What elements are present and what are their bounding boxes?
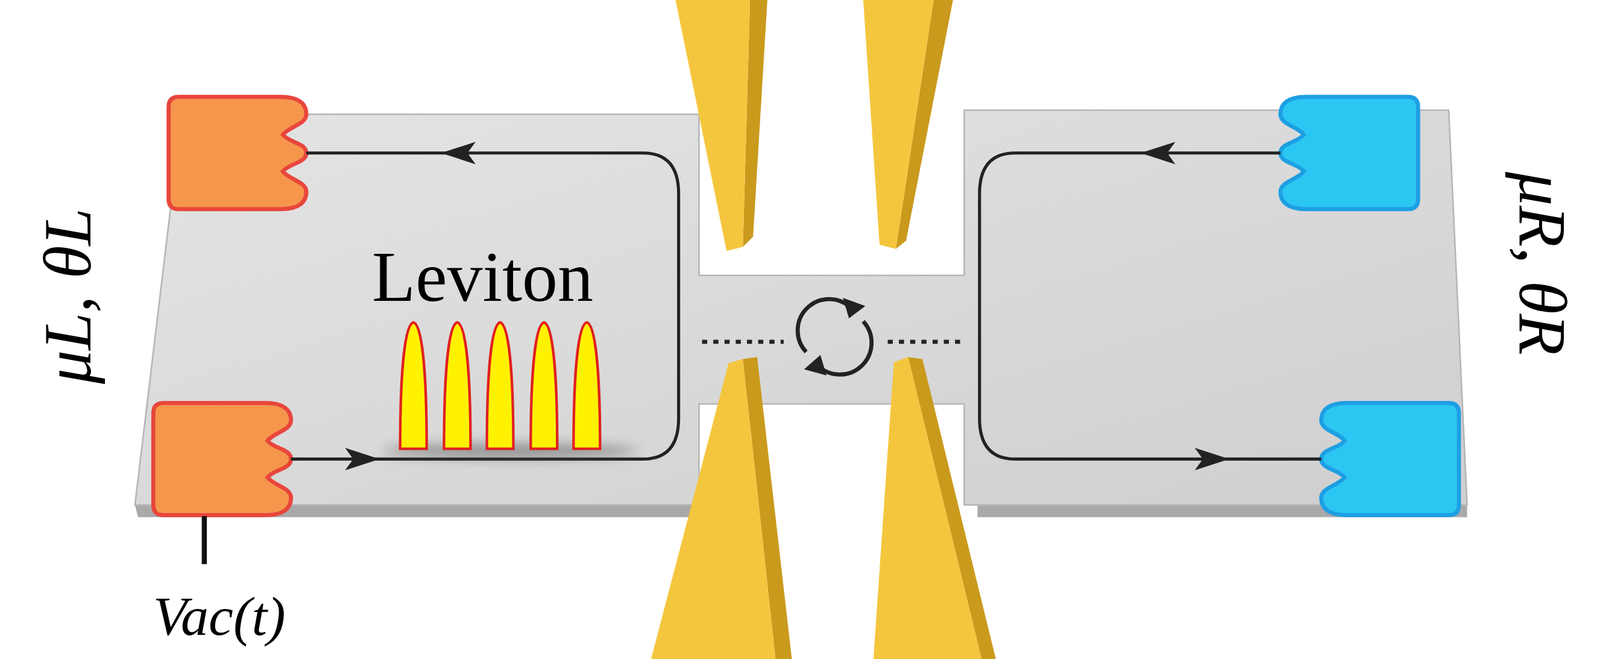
edge-channel [291,153,679,460]
gate [873,356,982,659]
chirality-arrow [344,447,380,471]
leviton-pulse [530,322,558,450]
right-reservoir-label: μR, θR [1508,171,1577,356]
chirality-arrow [1194,447,1230,471]
loop-arrow [797,299,852,353]
loop-arrow-head [804,355,827,376]
left-reservoir-label: μL, θL [33,207,102,385]
gate [863,0,934,249]
leviton-pulse [400,322,427,450]
loop-arrow [816,321,872,375]
right-contact [1321,402,1459,515]
loop-arrow-head [842,297,866,319]
left-contact [168,97,307,210]
drive-voltage-label: Vac(t) [153,588,286,644]
leviton-pulses [400,322,601,450]
tunneling-path [702,339,784,344]
gate [651,359,776,659]
tunneling-path [888,339,962,344]
ac-lead [201,516,207,565]
leviton-pulse [573,322,600,450]
gate [675,0,751,251]
chirality-arrow [1140,141,1176,164]
left-contact [153,402,291,515]
chirality-arrow [440,141,476,164]
leviton-pulse [487,322,514,450]
edge-channel [979,153,1322,460]
right-contact [1280,97,1418,210]
leviton-label: Leviton [371,241,594,313]
leviton-pulse [444,322,471,450]
2deg-mesa [135,110,1468,506]
